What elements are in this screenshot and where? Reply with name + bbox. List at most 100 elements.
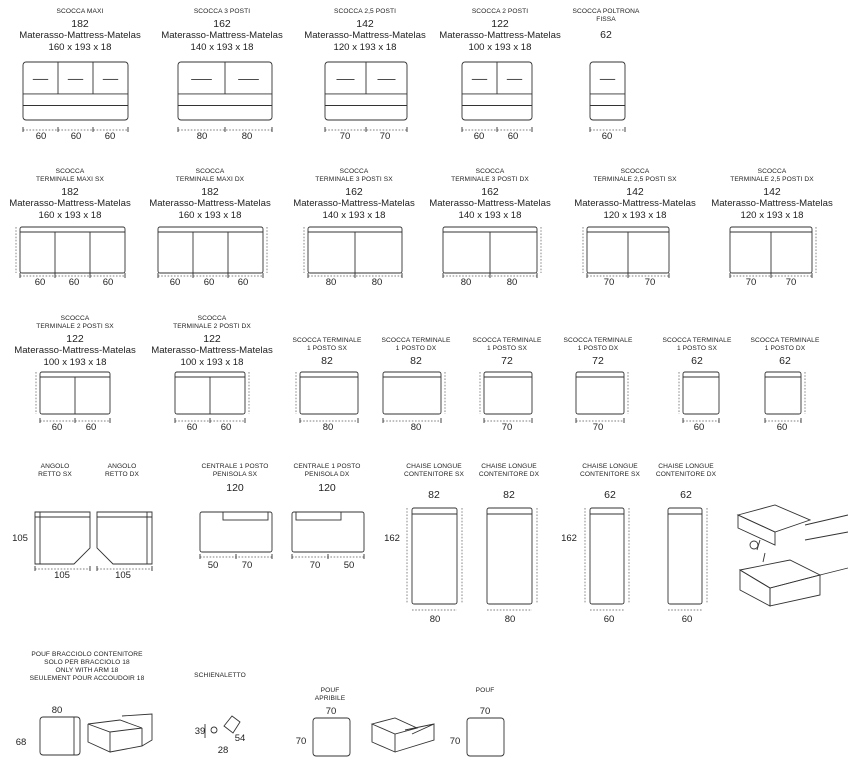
module-outline xyxy=(299,371,359,415)
module-width: 82 xyxy=(503,489,515,501)
module-outline xyxy=(19,226,126,274)
module-caption: SCOCCA TERMINALE MAXI DX xyxy=(175,168,245,183)
backrest-height: 39 xyxy=(194,726,206,737)
backrest-depth: 54 xyxy=(234,733,246,744)
mattress-size: 100 x 193 x 18 xyxy=(468,42,532,53)
module-caption: SCOCCA TERMINALE MAXI SX xyxy=(35,168,105,183)
seat-width: 60 xyxy=(35,131,47,142)
mattress-label: Materasso-Mattress-Matelas xyxy=(293,198,415,209)
seat-width: 60 xyxy=(70,131,82,142)
mattress-label: Materasso-Mattress-Matelas xyxy=(19,30,141,41)
module-caption: SCOCCA 2 POSTI xyxy=(471,8,529,15)
seat-width: 80 xyxy=(196,131,208,142)
mattress-label: Materasso-Mattress-Matelas xyxy=(574,198,696,209)
module-caption: CHAISE LONGUE CONTENITORE SX xyxy=(580,463,640,478)
module-caption: CENTRALE 1 POSTO PENISOLA DX xyxy=(293,463,361,478)
module-width: 142 xyxy=(626,186,644,198)
module-caption: SCOCCA MAXI xyxy=(56,8,104,15)
module-caption: SCHIENALETTO xyxy=(194,672,246,679)
seat-width: 50 xyxy=(207,560,219,571)
mattress-size: 120 x 193 x 18 xyxy=(333,42,397,53)
module-width: 162 xyxy=(345,186,363,198)
mattress-label: Materasso-Mattress-Matelas xyxy=(14,345,136,356)
pouf-outline xyxy=(39,716,81,756)
module-width: 82 xyxy=(410,355,422,367)
seat-width: 60 xyxy=(203,277,215,288)
seat-width: 70 xyxy=(339,131,351,142)
mattress-size: 120 x 193 x 18 xyxy=(603,210,667,221)
pouf-outline xyxy=(312,717,351,757)
seat-width: 70 xyxy=(785,277,797,288)
seat-width: 60 xyxy=(104,131,116,142)
mattress-label: Materasso-Mattress-Matelas xyxy=(429,198,551,209)
mattress-size: 140 x 193 x 18 xyxy=(322,210,386,221)
sofa-body xyxy=(589,61,626,121)
module-caption: CHAISE LONGUE CONTENITORE SX xyxy=(404,463,464,478)
storage-perspective-sketch xyxy=(737,514,776,546)
module-width: 62 xyxy=(691,355,703,367)
module-caption: POUF APRIBILE xyxy=(314,687,346,702)
module-caption: SCOCCA 2,5 POSTI xyxy=(333,8,397,15)
module-caption: SCOCCA TERMINALE 2 POSTI SX xyxy=(36,315,114,330)
storage-perspective-sketch xyxy=(804,514,848,576)
module-caption: SCOCCA TERMINALE 1 POSTO SX xyxy=(662,337,732,352)
seat-width: 60 xyxy=(186,422,198,433)
sofa-body xyxy=(22,61,129,121)
seat-width: 70 xyxy=(241,560,253,571)
mattress-size: 140 x 193 x 18 xyxy=(458,210,522,221)
mattress-size: 160 x 193 x 18 xyxy=(38,210,102,221)
storage-perspective-sketch xyxy=(738,559,822,589)
corner-outline xyxy=(34,511,91,565)
mattress-label: Materasso-Mattress-Matelas xyxy=(9,198,131,209)
chaise-outline xyxy=(411,507,458,605)
seat-width: 60 xyxy=(169,277,181,288)
module-caption: SCOCCA 3 POSTI xyxy=(193,8,251,15)
module-width: 162 xyxy=(213,18,231,30)
module-caption: ANGOLO RETTO SX xyxy=(38,463,72,478)
module-caption: SCOCCA TERMINALE 1 POSTO SX xyxy=(292,337,362,352)
module-width: 122 xyxy=(203,333,221,345)
seat-width: 60 xyxy=(34,277,46,288)
storage-perspective-sketch xyxy=(769,574,821,607)
pouf-perspective-sketch xyxy=(370,717,435,753)
seat-width: 80 xyxy=(241,131,253,142)
module-caption: SCOCCA TERMINALE 1 POSTO DX xyxy=(750,337,820,352)
seat-width: 60 xyxy=(681,614,693,625)
chaise-depth: 162 xyxy=(561,533,577,544)
pouf-width: 70 xyxy=(325,706,337,717)
mattress-size: 100 x 193 x 18 xyxy=(43,357,107,368)
seat-width: 60 xyxy=(102,277,114,288)
module-caption: POUF xyxy=(475,687,495,694)
seat-width: 60 xyxy=(220,422,232,433)
module-width: 82 xyxy=(428,489,440,501)
module-width: 162 xyxy=(481,186,499,198)
seat-width: 80 xyxy=(506,277,518,288)
module-caption: SCOCCA POLTRONA FISSA xyxy=(572,8,640,23)
seat-width: 70 xyxy=(745,277,757,288)
module-width: 182 xyxy=(201,186,219,198)
mattress-label: Materasso-Mattress-Matelas xyxy=(151,345,273,356)
module-caption: SCOCCA TERMINALE 2,5 POSTI SX xyxy=(593,168,677,183)
module-caption: CHAISE LONGUE CONTENITORE DX xyxy=(478,463,540,478)
seat-width: 60 xyxy=(51,422,63,433)
module-width: 120 xyxy=(318,482,336,494)
mattress-label: Materasso-Mattress-Matelas xyxy=(149,198,271,209)
seat-width: 60 xyxy=(473,131,485,142)
mattress-size: 160 x 193 x 18 xyxy=(178,210,242,221)
module-width: 122 xyxy=(491,18,509,30)
chaise-depth: 162 xyxy=(384,533,400,544)
pouf-outline xyxy=(466,717,505,757)
seat-width: 70 xyxy=(644,277,656,288)
module-caption: SCOCCA TERMINALE 1 POSTO SX xyxy=(472,337,542,352)
seat-width: 80 xyxy=(410,422,422,433)
module-outline xyxy=(157,226,264,274)
module-width: 62 xyxy=(680,489,692,501)
module-width: 182 xyxy=(71,18,89,30)
module-caption: SCOCCA TERMINALE 3 POSTI DX xyxy=(451,168,529,183)
module-outline xyxy=(575,371,625,415)
module-width: 142 xyxy=(763,186,781,198)
seat-width: 60 xyxy=(85,422,97,433)
module-width: 120 xyxy=(226,482,244,494)
chaise-outline xyxy=(667,507,703,605)
